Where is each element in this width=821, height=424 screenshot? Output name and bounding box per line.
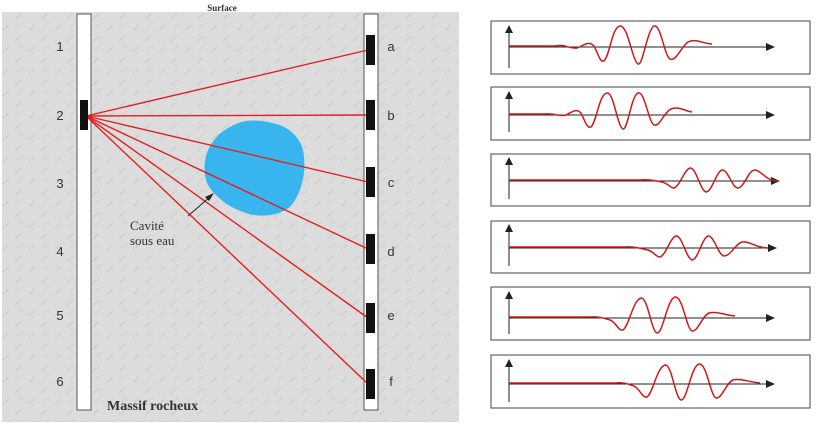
- receiver-probe-icon-b: [366, 100, 375, 130]
- receiver-label-a: a: [387, 39, 395, 54]
- amplitude-axis-arrowhead: [505, 291, 513, 299]
- receiver-probe-icon-e: [366, 303, 375, 333]
- waveform-trace: [509, 363, 761, 401]
- amplitude-axis-arrowhead: [505, 91, 513, 99]
- receiver-probe-icon-d: [366, 234, 375, 264]
- time-axis-arrowhead: [766, 43, 775, 51]
- ray-a: [85, 49, 369, 117]
- time-axis-arrowhead: [766, 111, 775, 119]
- cavity-label-line2: sous eau: [130, 233, 175, 248]
- waveform-frame: [490, 354, 811, 409]
- ray-f: [85, 115, 369, 385]
- right-borehole: [363, 13, 379, 411]
- rock-mass-background: [2, 12, 459, 422]
- waveform-panel-d: [490, 220, 811, 274]
- receiver-label-f: f: [389, 374, 393, 389]
- depth-label-6: 6: [56, 374, 63, 389]
- receiver-label-e: e: [387, 308, 394, 323]
- waveform-trace: [509, 25, 713, 65]
- surface-label: Surface: [207, 3, 237, 13]
- waveform-trace: [509, 235, 769, 261]
- left-borehole: [76, 13, 92, 411]
- waveform-panel-a: [490, 20, 811, 75]
- time-axis-arrowhead: [766, 314, 775, 322]
- waveform-frame: [490, 286, 811, 341]
- ray-d: [85, 115, 369, 250]
- cavity-label-line1: Cavité: [130, 218, 164, 233]
- time-axis-arrowhead: [766, 380, 775, 388]
- cavity-pointer-arrowhead: [205, 193, 214, 201]
- depth-label-4: 4: [56, 244, 63, 259]
- waveform-panel-e: [490, 286, 811, 341]
- receiver-label-d: d: [387, 244, 394, 259]
- ray-e: [85, 115, 369, 319]
- receiver-label-c: c: [388, 175, 395, 190]
- receiver-label-b: b: [387, 108, 394, 123]
- transmitter-probe-icon: [80, 100, 88, 130]
- amplitude-axis-arrowhead: [505, 359, 513, 367]
- waveform-trace: [509, 92, 693, 130]
- depth-label-3: 3: [56, 176, 63, 191]
- depth-label-1: 1: [56, 39, 63, 54]
- receiver-probe-icon-f: [366, 369, 375, 399]
- amplitude-axis-arrowhead: [505, 25, 513, 33]
- waveform-trace: [509, 296, 736, 334]
- waveform-panels: [490, 20, 811, 409]
- waveform-panel-b: [490, 86, 811, 141]
- water-cavity: [204, 120, 305, 216]
- ray-c: [85, 115, 369, 183]
- waveform-panel-c: [490, 153, 811, 207]
- massif-label: Massif rocheux: [107, 399, 198, 414]
- amplitude-axis-arrowhead: [505, 157, 513, 165]
- seismic-rays: [85, 49, 369, 385]
- time-axis-arrowhead: [768, 244, 777, 252]
- ray-b: [85, 114, 369, 117]
- waveform-trace: [509, 167, 779, 193]
- receiver-probe-icon-c: [366, 167, 375, 197]
- waveform-panel-f: [490, 354, 811, 409]
- receiver-probe-icon-a: [366, 35, 375, 65]
- depth-label-2: 2: [56, 108, 63, 123]
- depth-label-5: 5: [56, 308, 63, 323]
- amplitude-axis-arrowhead: [505, 224, 513, 232]
- cavity-pointer-arrow: [187, 195, 212, 217]
